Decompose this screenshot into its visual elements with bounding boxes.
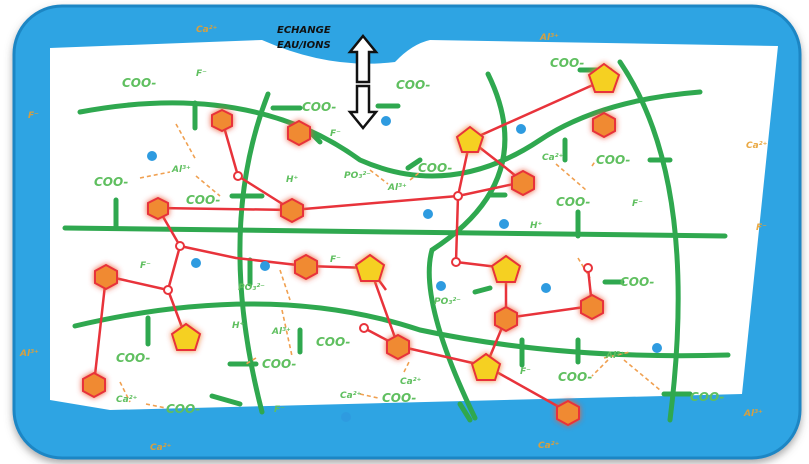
outer-ion: Al³⁺: [743, 409, 763, 419]
calcium-label: Ca²⁺: [400, 377, 422, 387]
proton-label: H⁺: [286, 175, 299, 185]
fluoride-label: F⁻: [274, 405, 285, 415]
phosphate-label: PO₃²⁻: [434, 297, 461, 307]
outer-ion: Al³⁺: [539, 33, 559, 43]
title-line-1: ECHANGE: [277, 25, 331, 36]
carboxylate-label: COO-: [558, 370, 592, 384]
hexagon-icon: [212, 110, 232, 131]
carboxylate-label: COO-: [382, 391, 416, 405]
hexagon-icon: [288, 121, 310, 145]
fluoride-label: F⁻: [330, 255, 341, 265]
water-dot: [423, 209, 433, 219]
water-dot: [381, 116, 391, 126]
fluoride-label: F⁻: [140, 261, 151, 271]
carboxylate-label: COO-: [186, 193, 220, 207]
aluminium-label: Al³⁺: [171, 165, 191, 175]
calcium-label: Ca²⁺: [542, 153, 564, 163]
outer-ion: F⁻: [28, 111, 39, 121]
hexagon-icon: [593, 113, 615, 137]
water-dot: [341, 412, 351, 422]
carboxylate-label: COO-: [166, 402, 200, 416]
outer-ion: F⁻: [756, 223, 767, 233]
hexagon-icon: [581, 295, 603, 319]
phosphate-label: PO₃²⁻: [344, 171, 371, 181]
aluminium-label: Al³⁺: [387, 183, 407, 193]
carboxylate-label: COO-: [302, 100, 336, 114]
fluoride-label: F⁻: [330, 129, 341, 139]
hexagon-icon: [512, 171, 534, 195]
water-dot: [499, 219, 509, 229]
carboxylate-label: COO-: [620, 275, 654, 289]
water-dot: [516, 124, 526, 134]
water-dot: [541, 283, 551, 293]
aluminium-label: Al³⁺: [271, 327, 291, 337]
proton-label: H⁺: [232, 321, 245, 331]
carboxylate-label: COO-: [596, 153, 630, 167]
hexagon-icon: [495, 307, 517, 331]
proton-label: H⁺: [530, 221, 543, 231]
carboxylate-label: COO-: [550, 56, 584, 70]
carboxylate-label: COO-: [316, 335, 350, 349]
outer-ion: Ca²⁺: [150, 443, 172, 453]
fluoride-label: F⁻: [520, 367, 531, 377]
carboxylate-label: COO-: [262, 357, 296, 371]
hexagon-icon: [557, 401, 579, 425]
outer-ion: Ca²⁺: [196, 25, 218, 35]
calcium-label: Ca²⁺: [340, 391, 362, 401]
aluminium-label: Al³⁺: [605, 351, 625, 361]
carboxylate-label: COO-: [122, 76, 156, 90]
fluoride-label: F⁻: [196, 69, 207, 79]
water-dot: [191, 258, 201, 268]
carboxylate-label: COO-: [116, 351, 150, 365]
title-line-2: EAU/IONS: [277, 40, 331, 51]
outer-ion: Al³⁺: [19, 349, 39, 359]
carboxylate-label: COO-: [94, 175, 128, 189]
outer-ion: Ca²⁺: [746, 141, 768, 151]
phosphate-label: PO₃²⁻: [238, 283, 265, 293]
hexagon-icon: [95, 265, 117, 289]
water-dot: [652, 343, 662, 353]
carboxylate-label: COO-: [396, 78, 430, 92]
hexagon-icon: [281, 199, 303, 222]
carboxylate-label: COO-: [690, 390, 724, 404]
hexagon-icon: [387, 335, 409, 359]
carboxylate-label: COO-: [556, 195, 590, 209]
fluoride-label: F⁻: [632, 199, 643, 209]
hexagon-icon: [148, 198, 168, 219]
water-dot: [260, 261, 270, 271]
water-dot: [147, 151, 157, 161]
calcium-label: Ca²⁺: [116, 395, 138, 405]
outer-ion: Ca²⁺: [538, 441, 560, 451]
hexagon-icon: [295, 255, 317, 279]
water-dot: [436, 281, 446, 291]
carboxylate-label: COO-: [418, 161, 452, 175]
hexagon-icon: [83, 373, 105, 397]
